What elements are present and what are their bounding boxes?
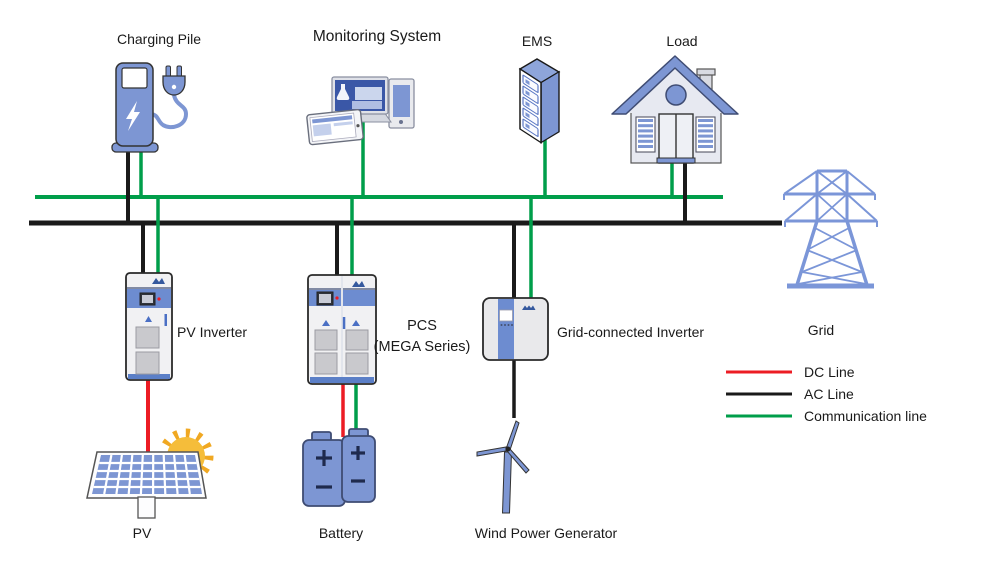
ac-line-swatch bbox=[726, 392, 792, 396]
communication-line-swatch bbox=[726, 414, 792, 418]
wind-power-generator-label: Wind Power Generator bbox=[474, 525, 618, 541]
pv-label: PV bbox=[132, 525, 152, 541]
communication-line-label: Communication line bbox=[804, 408, 927, 424]
pv-inverter-icon bbox=[125, 272, 173, 381]
grid-connected-inverter-label: Grid-connected Inverter bbox=[557, 324, 705, 340]
monitoring-system-icon bbox=[306, 76, 415, 146]
charging-pile-label: Charging Pile bbox=[116, 31, 202, 47]
ems-icon bbox=[518, 58, 561, 144]
monitoring-system-label: Monitoring System bbox=[312, 28, 442, 45]
grid-tower-icon bbox=[783, 169, 878, 289]
pcs-label: PCS (MEGA Series) bbox=[374, 316, 471, 358]
dc-line-swatch bbox=[726, 370, 792, 374]
ac-line-label: AC Line bbox=[804, 386, 854, 402]
pv-inverter-label: PV Inverter bbox=[177, 324, 248, 340]
pcs-icon bbox=[307, 274, 377, 385]
battery-label: Battery bbox=[318, 525, 364, 541]
dc-line-label: DC Line bbox=[804, 364, 855, 380]
grid-label: Grid bbox=[807, 322, 835, 338]
load-label: Load bbox=[666, 33, 698, 49]
legend-row-comm: Communication line bbox=[725, 405, 927, 427]
wind-turbine-icon bbox=[476, 420, 530, 514]
charging-pile-icon bbox=[111, 62, 189, 153]
grid-connected-inverter-icon bbox=[482, 297, 549, 361]
legend: DC Line AC Line Communication line bbox=[725, 361, 927, 427]
legend-row-ac: AC Line bbox=[725, 383, 927, 405]
legend-row-dc: DC Line bbox=[725, 361, 927, 383]
ems-label: EMS bbox=[521, 33, 553, 49]
pcs-label-line2: (MEGA Series) bbox=[373, 339, 471, 355]
load-house-icon bbox=[611, 55, 739, 164]
pcs-label-line1: PCS bbox=[407, 318, 437, 334]
pv-panel-icon bbox=[86, 451, 207, 519]
battery-icon bbox=[302, 428, 376, 507]
